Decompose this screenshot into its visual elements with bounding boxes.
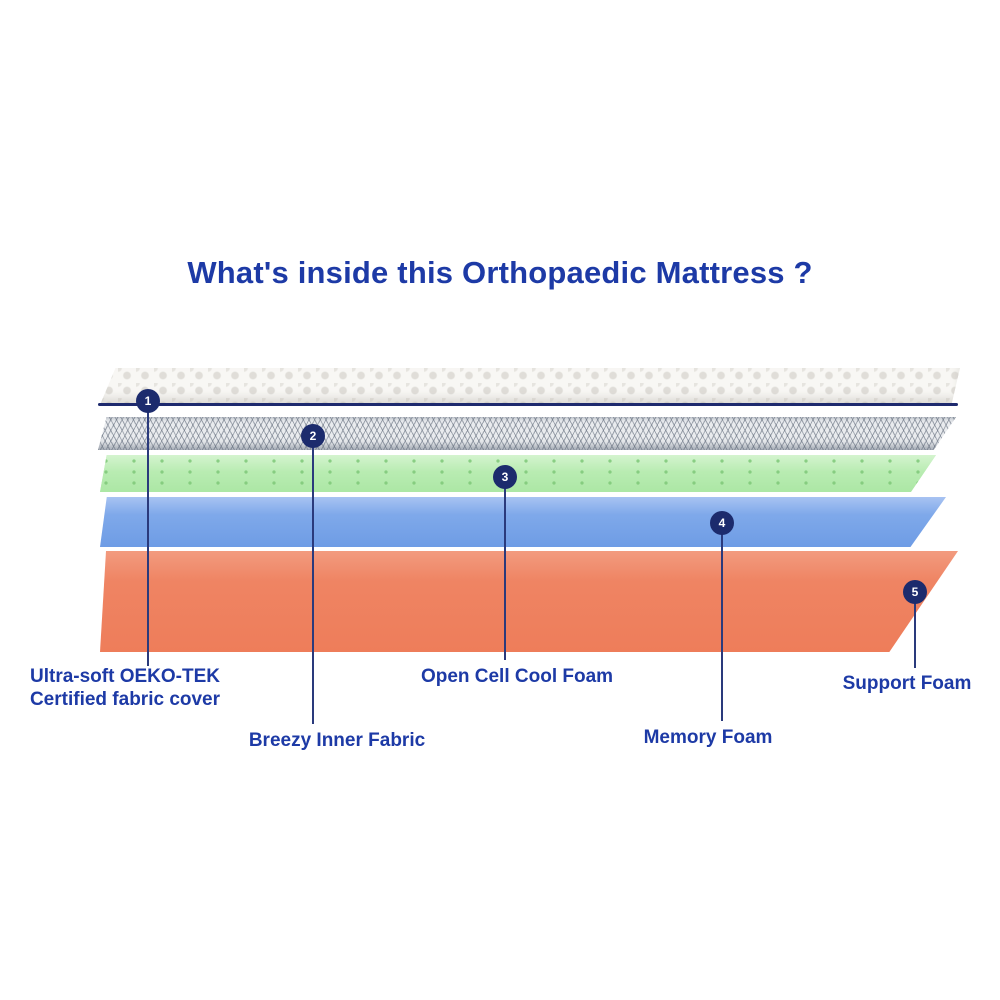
pointer-line-5 xyxy=(914,602,916,668)
label-cool-foam: Open Cell Cool Foam xyxy=(420,666,614,687)
layer-memory-foam xyxy=(100,497,946,547)
layer-inner-fabric xyxy=(98,417,956,450)
pointer-line-1 xyxy=(147,411,149,666)
layer-5-badge: 5 xyxy=(903,580,927,604)
fabric-cover-edge-line xyxy=(98,403,958,406)
layer-1-badge: 1 xyxy=(136,389,160,413)
layer-support-foam xyxy=(100,551,958,652)
diagram-title: What's inside this Orthopaedic Mattress … xyxy=(187,255,813,290)
layer-3-badge: 3 xyxy=(493,465,517,489)
label-inner-fabric: Breezy Inner Fabric xyxy=(248,730,426,751)
layer-4-badge: 4 xyxy=(710,511,734,535)
layer-fabric-cover xyxy=(100,368,960,405)
label-fabric-cover: Ultra-soft OEKO-TEK Certified fabric cov… xyxy=(15,666,235,712)
label-fabric-cover-line2: Certified fabric cover xyxy=(29,688,221,710)
label-memory-foam: Memory Foam xyxy=(643,727,773,748)
label-support-foam: Support Foam xyxy=(842,673,972,694)
pointer-line-2 xyxy=(312,446,314,724)
layer-cool-foam xyxy=(100,455,936,492)
pointer-line-4 xyxy=(721,533,723,721)
layer-2-badge: 2 xyxy=(301,424,325,448)
pointer-line-3 xyxy=(504,487,506,660)
label-fabric-cover-line1: Ultra-soft OEKO-TEK xyxy=(30,666,220,687)
